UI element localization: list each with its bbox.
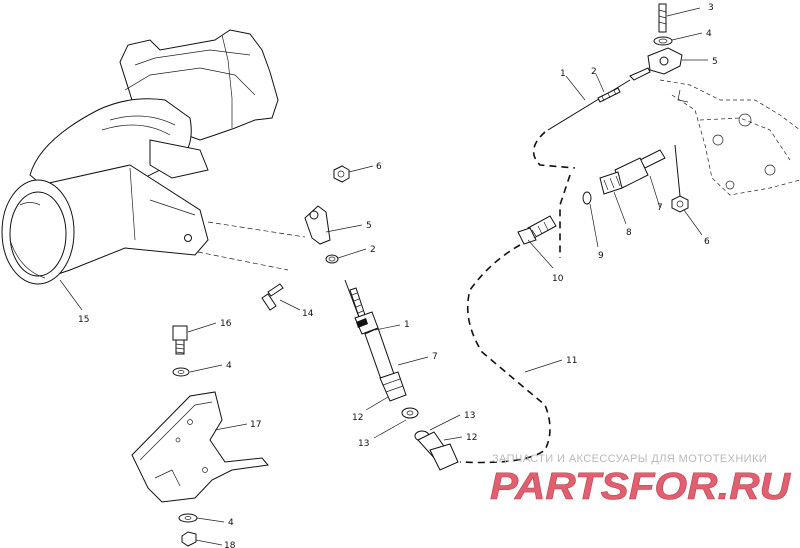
callout-13-right: 13 [464,411,475,421]
callout-5-center: 5 [366,221,372,231]
callout-2-center: 2 [370,245,376,255]
watermark-tagline: ЗАПЧАСТИ И АКСЕССУАРЫ ДЛЯ МОТОТЕХНИКИ [492,453,768,465]
callout-12-left: 12 [352,413,363,423]
callout-11: 11 [566,356,577,366]
watermark-logo: PARTSFOR.RU [490,466,792,506]
callout-17: 17 [250,420,261,430]
callout-12-right: 12 [466,433,477,443]
callout-7-right: 7 [657,203,663,213]
callout-18: 18 [224,541,236,548]
callout-15: 15 [78,315,89,325]
callout-1-top: 1 [560,69,566,79]
callout-16: 16 [220,319,232,329]
upper-linkage [532,3,683,169]
right-mount-bracket [659,79,800,196]
callout-14: 14 [302,309,314,319]
bolt-14 [261,283,284,311]
callout-1-center: 1 [404,320,410,330]
leader-lines [187,7,708,546]
callout-9: 9 [598,251,604,261]
callout-6-center: 6 [376,162,382,172]
bracket-17 [131,391,269,503]
callout-4-bottom: 4 [228,518,234,528]
callout-6-right: 6 [704,237,710,247]
callout-4-top: 4 [706,29,712,39]
cable-end-right [459,144,689,464]
bottom-washer-and-nut [178,513,198,547]
svg-text:PARTSFOR.RU: PARTSFOR.RU [490,466,792,506]
callout-10: 10 [552,274,564,284]
callout-13-left: 13 [358,439,369,449]
callout-2-top: 2 [591,67,597,77]
callout-7-center: 7 [432,352,438,362]
callout-4-mid: 4 [226,361,232,371]
center-cable-assembly [304,165,459,471]
bolt-16-and-washer [172,325,190,377]
callout-3-top: 3 [708,3,714,13]
housing-assembly [1,29,279,285]
callout-5-top: 5 [712,57,718,67]
callout-numbers: 3 4 5 1 2 6 5 2 14 15 16 4 17 4 18 1 7 1… [78,3,718,548]
callout-8: 8 [626,228,632,238]
